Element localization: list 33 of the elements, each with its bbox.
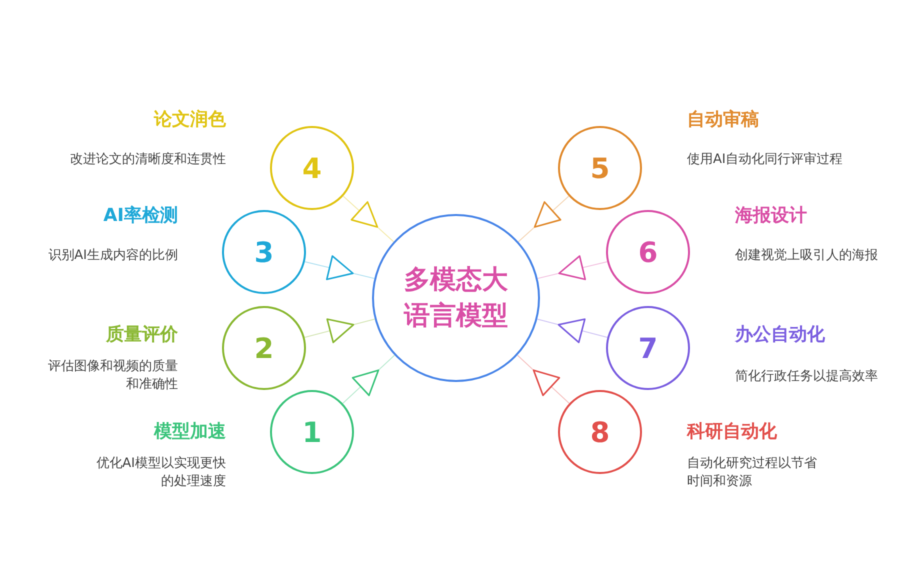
number-circle: 5 bbox=[558, 126, 642, 210]
arrow bbox=[537, 255, 608, 280]
description: 识别AI生成内容的比例 bbox=[47, 247, 178, 265]
heading: 论文润色 bbox=[154, 109, 226, 131]
description: 创建视觉上吸引人的海报 bbox=[735, 247, 879, 265]
number-circle: 4 bbox=[270, 126, 354, 210]
description: 优化AI模型以实现更快的处理速度 bbox=[95, 455, 226, 491]
description: 改进论文的清晰度和连贯性 bbox=[69, 151, 226, 169]
description: 简化行政任务以提高效率 bbox=[735, 368, 879, 386]
number-circle: 2 bbox=[222, 306, 306, 390]
number-circle: 1 bbox=[270, 390, 354, 474]
heading: 办公自动化 bbox=[735, 324, 825, 346]
heading: 海报设计 bbox=[735, 205, 807, 227]
heading: 模型加速 bbox=[154, 421, 226, 443]
arrow bbox=[536, 318, 608, 344]
arrow bbox=[518, 196, 570, 242]
heading: 自动审稿 bbox=[687, 109, 759, 131]
arrow bbox=[304, 255, 375, 280]
number-circle: 6 bbox=[606, 210, 690, 294]
number-circle: 7 bbox=[606, 306, 690, 390]
description: 评估图像和视频的质量和准确性 bbox=[47, 358, 178, 394]
number-circle: 3 bbox=[222, 210, 306, 294]
description: 使用AI自动化同行评审过程 bbox=[687, 151, 844, 169]
center-circle: 多模态大语言模型 bbox=[372, 214, 540, 382]
arrow bbox=[342, 196, 394, 242]
number-circle: 8 bbox=[558, 390, 642, 474]
heading: 质量评价 bbox=[106, 324, 178, 346]
heading: AI率检测 bbox=[103, 205, 178, 227]
description: 自动化研究过程以节省时间和资源 bbox=[687, 455, 818, 491]
arrow bbox=[517, 354, 570, 404]
arrow bbox=[342, 354, 395, 404]
arrow bbox=[304, 318, 376, 344]
heading: 科研自动化 bbox=[687, 421, 777, 443]
